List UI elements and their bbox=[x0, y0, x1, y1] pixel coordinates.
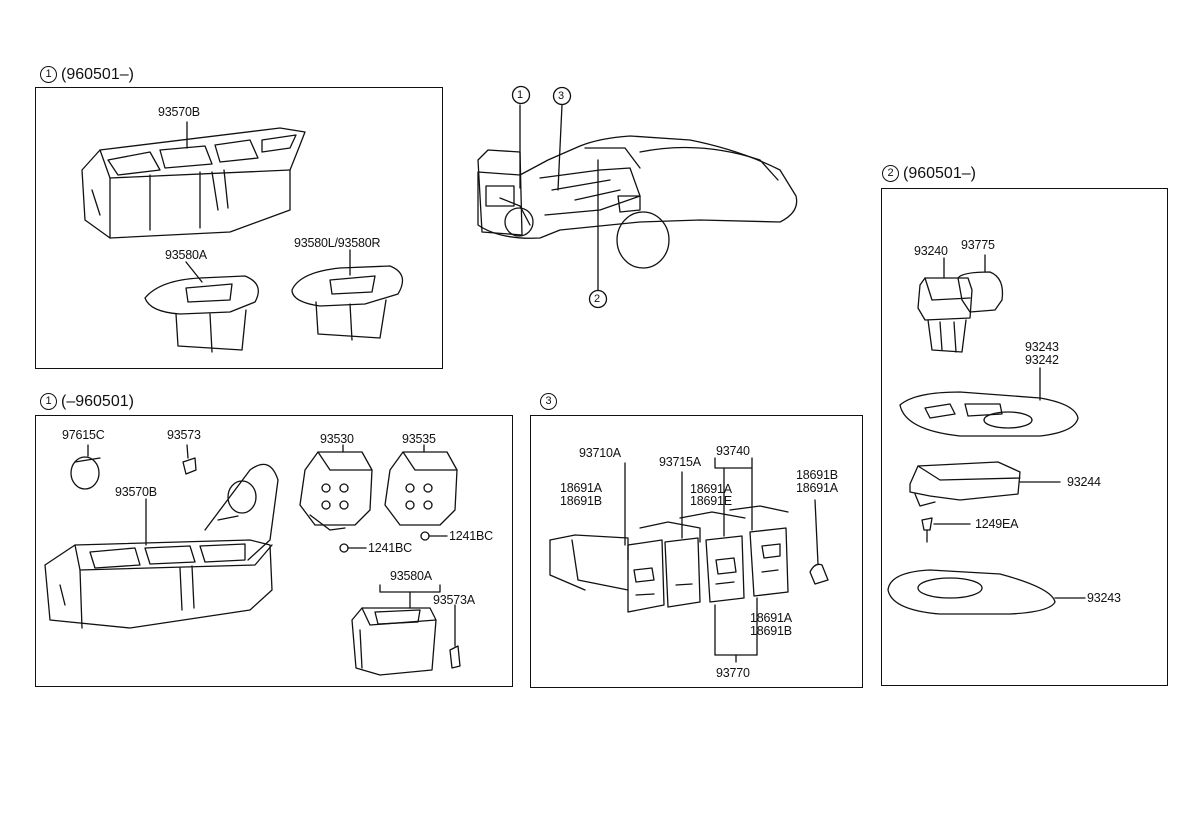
label-18691b-3: 18691B bbox=[796, 468, 838, 482]
label-93243-a: 93243 bbox=[1025, 340, 1059, 354]
header-label: (960501–) bbox=[61, 66, 134, 83]
bolt-1241bc bbox=[339, 531, 448, 553]
car-callout-3: 3 bbox=[558, 90, 564, 102]
label-93710a: 93710A bbox=[579, 446, 621, 460]
bezel-93243-bottom bbox=[887, 569, 1086, 615]
box-switch-960501-old bbox=[35, 415, 513, 687]
header-section-1-old: 1(–960501) bbox=[40, 393, 134, 411]
main-switch-93570b-new bbox=[81, 121, 306, 239]
label-93573a: 93573A bbox=[433, 593, 475, 607]
label-93775: 93775 bbox=[961, 238, 995, 252]
label-18691a-4: 18691A bbox=[750, 611, 792, 625]
callout-circle: 1 bbox=[40, 393, 57, 411]
box-switch-960501-new bbox=[35, 87, 443, 369]
sub-switch-93580a-new bbox=[144, 261, 259, 353]
label-18691a-3: 18691A bbox=[796, 481, 838, 495]
label-93530: 93530 bbox=[320, 432, 354, 446]
screw-93573 bbox=[182, 444, 197, 475]
car-callout-1: 1 bbox=[517, 89, 523, 101]
label-1249ea: 1249EA bbox=[975, 517, 1019, 531]
bracket bbox=[204, 463, 279, 561]
label-93242: 93242 bbox=[1025, 353, 1059, 367]
callout-circle: 3 bbox=[540, 393, 557, 411]
label-93580a-old: 93580A bbox=[390, 569, 432, 583]
label-93770: 93770 bbox=[716, 666, 750, 680]
label-1241bc-b: 1241BC bbox=[449, 529, 493, 543]
label-93580lr-new: 93580L/93580R bbox=[294, 236, 381, 250]
label-93240: 93240 bbox=[914, 244, 948, 258]
lr-switch-93580-new bbox=[291, 249, 404, 341]
switch-93530 bbox=[299, 444, 373, 531]
assy-93580a-old bbox=[351, 584, 461, 676]
car-callout-2: 2 bbox=[594, 293, 600, 305]
label-93573: 93573 bbox=[167, 428, 201, 442]
callout-circle: 2 bbox=[882, 165, 899, 183]
label-18691a-1: 18691A bbox=[560, 481, 602, 495]
switch-row bbox=[549, 457, 789, 663]
header-label: (–960501) bbox=[61, 393, 134, 410]
switch-93240 bbox=[917, 257, 973, 353]
bezel-93243-top bbox=[899, 367, 1079, 437]
clip-box3 bbox=[809, 499, 829, 585]
label-93570b-old: 93570B bbox=[115, 485, 157, 499]
label-93243-b: 93243 bbox=[1087, 591, 1121, 605]
box-section-2 bbox=[881, 188, 1168, 686]
header-section-3: 3 bbox=[540, 393, 561, 411]
header-section-2: 2(960501–) bbox=[882, 165, 976, 183]
box-section-3 bbox=[530, 415, 863, 688]
label-93715a: 93715A bbox=[659, 455, 701, 469]
label-93740: 93740 bbox=[716, 444, 750, 458]
label-93244: 93244 bbox=[1067, 475, 1101, 489]
label-18691b-1: 18691B bbox=[560, 494, 602, 508]
label-93580a-new: 93580A bbox=[165, 248, 207, 262]
switch-93535 bbox=[384, 444, 458, 526]
car-illustration bbox=[477, 104, 798, 291]
holder-93244 bbox=[909, 461, 1061, 507]
header-label: (960501–) bbox=[903, 165, 976, 182]
label-1241bc-a: 1241BC bbox=[368, 541, 412, 555]
label-18691b-4: 18691B bbox=[750, 624, 792, 638]
header-section-1-new: 1(960501–) bbox=[40, 66, 134, 84]
label-97615c: 97615C bbox=[62, 428, 105, 442]
callout-circle: 1 bbox=[40, 66, 57, 84]
label-18691a-2: 18691A bbox=[690, 482, 732, 496]
cover-93775 bbox=[957, 254, 1004, 313]
clip-97615c bbox=[70, 444, 101, 490]
label-18691e: 18691E bbox=[690, 494, 732, 508]
screw-1249ea bbox=[921, 517, 971, 543]
label-93535: 93535 bbox=[402, 432, 436, 446]
main-switch-93570b-old bbox=[44, 498, 273, 629]
label-93570b-new: 93570B bbox=[158, 105, 200, 119]
